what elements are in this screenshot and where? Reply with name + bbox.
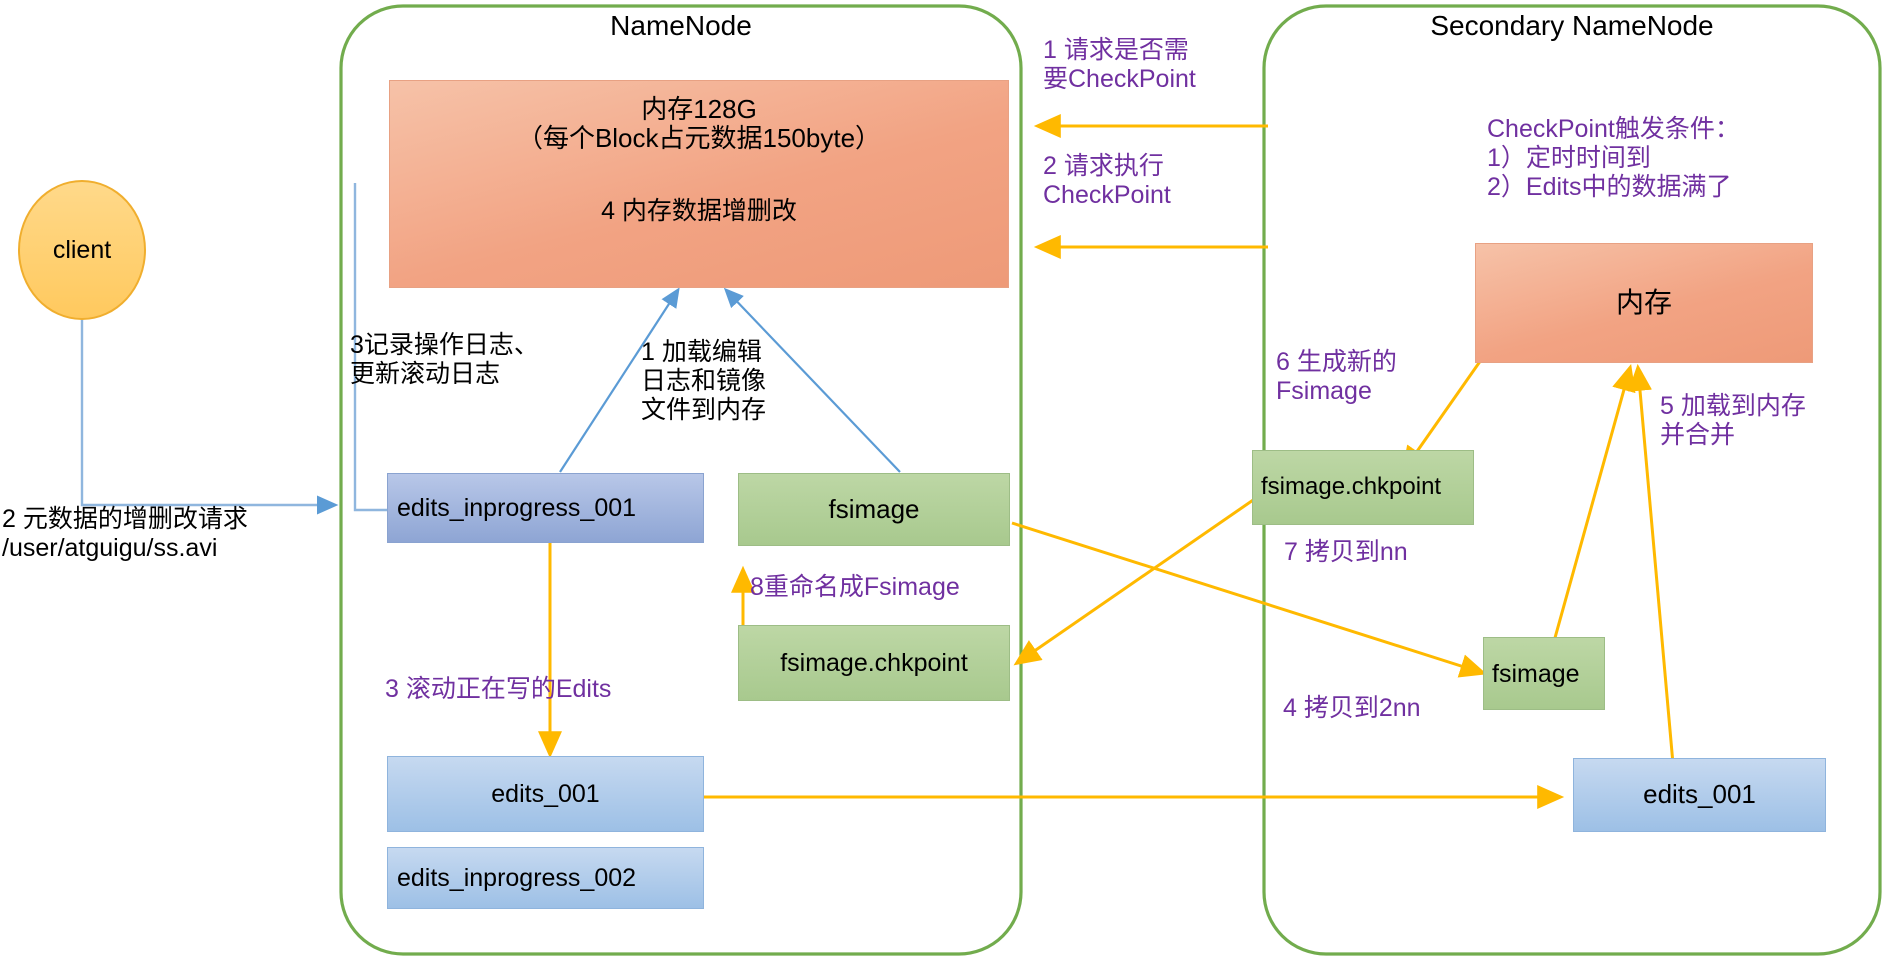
namenode-memory-box[interactable]: 内存128G （每个Block占元数据150byte） 4 内存数据增删改 <box>389 80 1009 288</box>
arrow-edits-to-memory <box>559 287 680 473</box>
annotation-record-oplog: 3记录操作日志、 更新滚动日志 <box>350 331 539 388</box>
arrow-load-fsimage-to-snn-memory <box>1546 363 1636 664</box>
snn-edits-001-box[interactable]: edits_001 <box>1573 758 1826 832</box>
arrow-copy-chkpoint-to-nn <box>1013 485 1273 666</box>
namenode-container <box>339 4 1023 956</box>
annotation-req-exec-checkpoint: 2 请求执行 CheckPoint <box>1043 152 1171 209</box>
namenode-fsimage-box[interactable]: fsimage <box>738 473 1010 546</box>
namenode-edits-inprogress-002-box[interactable]: edits_inprogress_002 <box>387 847 704 909</box>
annotation-load-and-merge: 5 加载到内存 并合并 <box>1660 392 1806 449</box>
namenode-fsimage-chkpoint-box[interactable]: fsimage.chkpoint <box>738 625 1010 701</box>
arrow-copy-fsimage-to-2nn <box>1011 521 1488 678</box>
secondary-namenode-title: Secondary NameNode <box>1430 10 1714 41</box>
snn-memory-box[interactable]: 内存 <box>1475 243 1813 363</box>
namenode-title: NameNode <box>610 10 752 41</box>
namenode-fsimage-chkpoint-label: fsimage.chkpoint <box>780 649 968 677</box>
namenode-fsimage-label: fsimage <box>828 493 920 524</box>
annotation-checkpoint-conditions: CheckPoint触发条件： 1）定时时间到 2）Edits中的数据满了 <box>1487 115 1740 201</box>
arrow-load-edits-to-snn-memory <box>1628 363 1675 765</box>
namenode-edits-inprogress-002-label: edits_inprogress_002 <box>397 864 637 892</box>
namenode-edits-001-box[interactable]: edits_001 <box>387 756 704 832</box>
annotation-copy-to-2nn: 4 拷贝到2nn <box>1283 694 1421 722</box>
snn-fsimage-chkpoint-box[interactable]: fsimage.chkpoint <box>1252 450 1474 525</box>
namenode-edits-inprogress-001-box[interactable]: edits_inprogress_001 <box>387 473 704 543</box>
arrow-client-to-namenode <box>80 282 339 515</box>
namenode-memory-label: 内存128G （每个Block占元数据150byte） <box>516 94 882 154</box>
arrow-fsimage-to-memory <box>723 287 901 473</box>
annotation-roll-edits: 3 滚动正在写的Edits <box>385 675 612 703</box>
client-node[interactable]: client <box>18 180 146 320</box>
client-label: client <box>52 236 112 264</box>
annotation-load-edits-fsimage: 1 加载编辑 日志和镜像 文件到内存 <box>641 338 767 424</box>
namenode-edits-inprogress-001-label: edits_inprogress_001 <box>397 494 637 522</box>
snn-fsimage-chkpoint-label: fsimage.chkpoint <box>1261 473 1442 501</box>
annotation-req-need-checkpoint: 1 请求是否需 要CheckPoint <box>1043 36 1196 93</box>
snn-fsimage-label: fsimage <box>1492 659 1580 688</box>
snn-memory-label: 内存 <box>1615 287 1672 319</box>
snn-edits-001-label: edits_001 <box>1643 779 1756 810</box>
annotation-client-request: 2 元数据的增删改请求 /user/atguigu/ss.avi <box>2 505 248 562</box>
annotation-copy-to-nn: 7 拷贝到nn <box>1284 538 1408 566</box>
snn-fsimage-box[interactable]: fsimage <box>1483 637 1605 710</box>
namenode-edits-001-label: edits_001 <box>491 780 600 808</box>
annotation-generate-new-fsimage: 6 生成新的 Fsimage <box>1276 348 1397 405</box>
namenode-memory-sublabel: 4 内存数据增删改 <box>601 197 797 226</box>
annotation-rename-to-fsimage: 8重命名成Fsimage <box>750 573 960 601</box>
